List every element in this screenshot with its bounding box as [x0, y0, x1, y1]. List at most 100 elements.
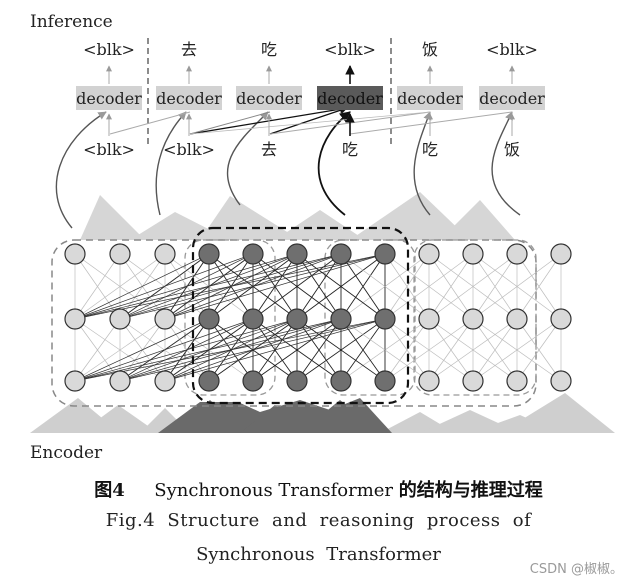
attention-link [384, 318, 430, 382]
inference-label: Inference [30, 12, 113, 32]
attention-link [164, 253, 298, 320]
encoder-node [506, 243, 528, 265]
output-token: <blk> [486, 40, 538, 59]
decoder-attention-lines [109, 105, 513, 135]
decoder-context-triangles [80, 192, 515, 240]
attention-link [164, 253, 254, 320]
attention-link [472, 318, 518, 382]
encoder-node [506, 308, 528, 330]
decoder-box [236, 86, 302, 110]
chunk-outline [324, 239, 416, 396]
input-token: 去 [261, 140, 277, 159]
encoder-node-active [374, 308, 396, 330]
output-token: 吃 [261, 40, 277, 59]
encoder-node-active [286, 308, 308, 330]
output-token: <blk> [324, 40, 376, 59]
encoder-to-decoder-curves [55, 111, 521, 229]
encoder-node-active [374, 243, 396, 265]
input-token: 吃 [342, 140, 358, 159]
encoder-node [550, 243, 572, 265]
figure-caption-en-line1: Fig.4 Structure and reasoning process of [105, 510, 532, 531]
decoder-box-active [317, 86, 383, 110]
attention-link [74, 253, 210, 320]
encoder-node-active [330, 308, 352, 330]
encoder-node [550, 308, 572, 330]
attention-link [119, 318, 210, 382]
encoder-attention-links [74, 253, 562, 382]
encoder-node [109, 243, 131, 265]
encoder-node [64, 308, 86, 330]
decoder-column: <blk>decoder<blk> [76, 40, 142, 159]
attention-link [119, 318, 254, 382]
decoder-label: decoder [479, 89, 545, 108]
watermark: CSDN @椒椒。 [529, 562, 623, 577]
decoder-label: decoder [397, 89, 463, 108]
encoder-node [462, 308, 484, 330]
encoder-node [506, 370, 528, 392]
decoder-box [479, 86, 545, 110]
decoder-label: decoder [317, 89, 383, 108]
attention-link [164, 318, 254, 382]
encoder-node-active [330, 370, 352, 392]
figure-title-en: Synchronous Transformer [154, 480, 394, 501]
encoder-node [462, 243, 484, 265]
decoder-box [76, 86, 142, 110]
chunk-outline [184, 239, 276, 396]
decoder-box [397, 86, 463, 110]
output-token: <blk> [83, 40, 135, 59]
encoder-node [550, 370, 572, 392]
figure-caption-en-line2: Synchronous Transformer [196, 544, 441, 565]
decoder-label: decoder [76, 89, 142, 108]
encoder-node-active [330, 243, 352, 265]
encoder-window-triangles [30, 393, 615, 433]
attention-link [119, 253, 210, 320]
input-token: 饭 [504, 140, 520, 159]
decoder-column: <blk> decoder 吃 [317, 40, 383, 159]
attention-link [340, 253, 430, 320]
encoder-node-active [242, 243, 264, 265]
attention-link [164, 253, 210, 320]
synchronous-transformer-diagram: Inference Encoder [30, 12, 615, 463]
encoder-node [418, 370, 440, 392]
attention-link [472, 253, 518, 320]
encoder-node [109, 308, 131, 330]
attention-link [340, 318, 430, 382]
attention-link [164, 318, 386, 382]
attention-link [164, 253, 386, 320]
encoder-node [109, 370, 131, 392]
attention-link [428, 318, 518, 382]
encoder-label: Encoder [30, 443, 103, 463]
attention-link [164, 318, 298, 382]
input-token: <blk> [163, 140, 215, 159]
encoder-node [64, 370, 86, 392]
attention-link [472, 318, 562, 382]
chunk-outline [413, 239, 537, 396]
decoder-label: decoder [236, 89, 302, 108]
attention-link [516, 253, 562, 320]
encoder-node-active [374, 370, 396, 392]
input-token: 吃 [422, 140, 438, 159]
encoder-node-active [198, 243, 220, 265]
encoder-node-active [286, 243, 308, 265]
attention-link [384, 253, 430, 320]
encoder-node-active [242, 308, 264, 330]
attention-link [164, 253, 342, 320]
attention-link [516, 318, 562, 382]
attention-link [119, 253, 254, 320]
output-token: 饭 [422, 40, 438, 59]
decoder-column: 饭 decoder 吃 [397, 40, 463, 159]
encoder-node-active [242, 370, 264, 392]
attention-link [164, 318, 210, 382]
encoder-node [64, 243, 86, 265]
encoder-node-active [198, 308, 220, 330]
attention-link [384, 253, 474, 320]
decoder-column: 吃 decoder 去 [236, 40, 302, 159]
figure-title-zh: 的结构与推理过程 [398, 480, 543, 501]
decoder-box [156, 86, 222, 110]
attention-link [428, 253, 518, 320]
attention-link [428, 318, 474, 382]
encoder-node [462, 370, 484, 392]
attention-link [384, 318, 474, 382]
encoder-node [154, 308, 176, 330]
